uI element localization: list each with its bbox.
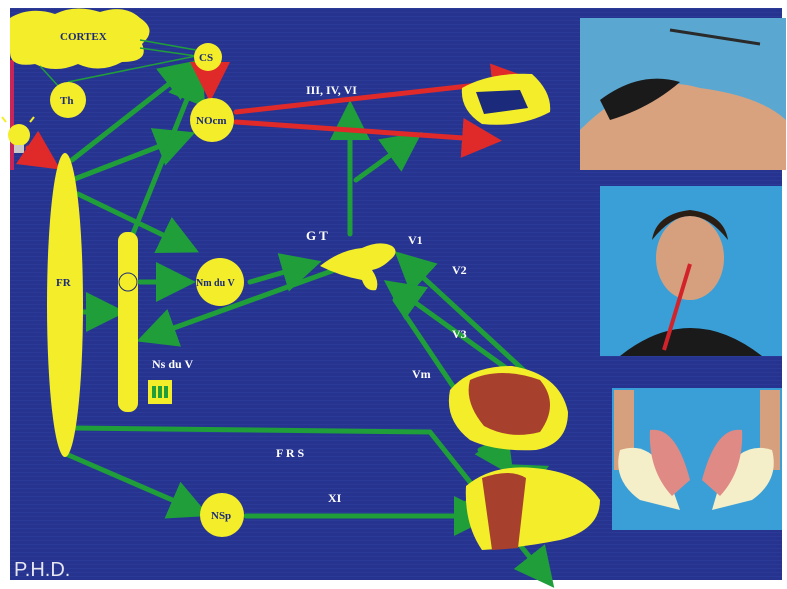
cs-node: CS bbox=[194, 43, 222, 71]
cortex-label: CORTEX bbox=[60, 31, 107, 43]
nerves-top-label: III, IV, VI bbox=[306, 83, 357, 97]
th-node: Th bbox=[50, 82, 86, 118]
eye-tracking-photo bbox=[580, 18, 786, 170]
frs-label: F R S bbox=[276, 446, 305, 460]
nsp-label: NSp bbox=[211, 510, 231, 522]
mouth-stick-photo bbox=[600, 186, 782, 356]
fr-label: FR bbox=[56, 277, 72, 289]
vm-label: Vm bbox=[412, 367, 431, 381]
th-label: Th bbox=[60, 95, 73, 107]
fr-node: FR bbox=[47, 153, 83, 457]
ns-du-v-label: Ns du V bbox=[152, 357, 193, 371]
nmduv-label: Nm du V bbox=[196, 278, 235, 289]
hands-photo bbox=[612, 388, 782, 530]
nocm-label: NOcm bbox=[196, 115, 227, 127]
gt-label: G T bbox=[306, 228, 328, 243]
v2-label: V2 bbox=[452, 263, 467, 277]
xi-label: XI bbox=[328, 491, 342, 505]
nmduv-node: Nm du V bbox=[196, 258, 244, 306]
cs-label: CS bbox=[199, 52, 213, 64]
cortex-cloud: CORTEX bbox=[10, 8, 150, 69]
nocm-node: NOcm bbox=[190, 98, 234, 142]
nsp-node: NSp bbox=[200, 493, 244, 537]
left-edge-bar bbox=[10, 60, 14, 170]
phd-label: P.H.D. bbox=[14, 559, 70, 581]
v3-label: V3 bbox=[452, 327, 467, 341]
v1-label: V1 bbox=[408, 233, 423, 247]
